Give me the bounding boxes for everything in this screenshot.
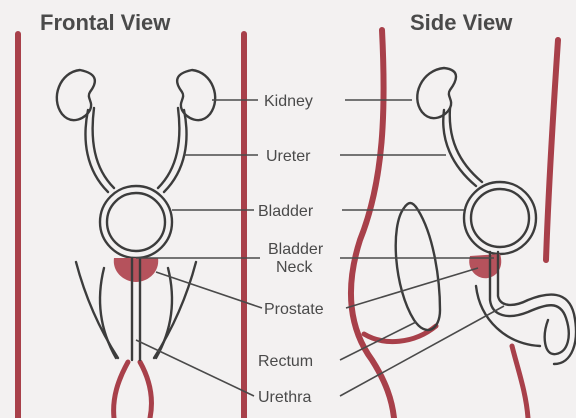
side-view xyxy=(351,30,576,418)
side-bladder-outer xyxy=(464,182,536,254)
leader-urethra-frontal xyxy=(136,340,254,396)
label-ureter: Ureter xyxy=(266,148,311,165)
side-front-outline xyxy=(546,40,558,260)
frontal-thigh-left xyxy=(76,262,118,358)
label-urethra: Urethra xyxy=(258,389,311,406)
frontal-kidney-right xyxy=(177,70,215,120)
frontal-bladder-inner xyxy=(107,193,165,251)
label-bladder: Bladder xyxy=(258,203,314,220)
label-prostate: Prostate xyxy=(264,301,324,318)
frontal-view-title: Frontal View xyxy=(40,10,171,35)
side-ureter-inner xyxy=(450,108,482,182)
side-view-title: Side View xyxy=(410,10,513,35)
leader-prostate-side xyxy=(346,268,478,308)
frontal-kidney-left xyxy=(57,70,95,120)
frontal-ureter-left xyxy=(85,110,108,192)
side-rectum xyxy=(396,203,440,330)
frontal-ureter-right xyxy=(164,110,187,192)
part-labels: Kidney Ureter Bladder Bladder Neck Prost… xyxy=(258,93,324,406)
label-kidney: Kidney xyxy=(264,93,313,110)
frontal-leg-right-outline xyxy=(140,362,152,418)
frontal-prostate xyxy=(114,258,158,282)
frontal-leg-left-outline xyxy=(114,362,128,418)
label-rectum: Rectum xyxy=(258,353,313,370)
side-bladder-inner xyxy=(471,189,529,247)
side-leg-outline xyxy=(512,346,528,418)
label-bladder-neck-line1: Bladder xyxy=(268,241,324,258)
label-bladder-neck-line2: Neck xyxy=(276,259,313,276)
frontal-view xyxy=(18,34,244,418)
frontal-pelvis-right xyxy=(156,268,172,358)
side-rectum-highlight xyxy=(364,326,436,342)
frontal-thigh-right xyxy=(154,262,196,358)
side-back-outline xyxy=(351,30,394,418)
frontal-bladder-outer xyxy=(100,186,172,258)
side-ureter xyxy=(443,110,476,186)
frontal-pelvis-left xyxy=(100,268,116,358)
